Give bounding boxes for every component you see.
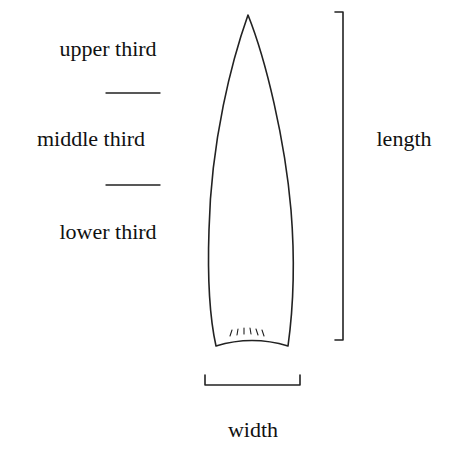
leaf-outline (209, 15, 294, 346)
base-hatch (230, 328, 264, 336)
zone-label: middle third (37, 126, 145, 151)
dimension-label: length (377, 126, 432, 151)
zone-label: lower third (59, 219, 156, 244)
zone-label: upper third (59, 36, 156, 61)
width-bracket (205, 375, 300, 385)
length-bracket (335, 12, 343, 340)
dimension-label: width (228, 417, 278, 442)
